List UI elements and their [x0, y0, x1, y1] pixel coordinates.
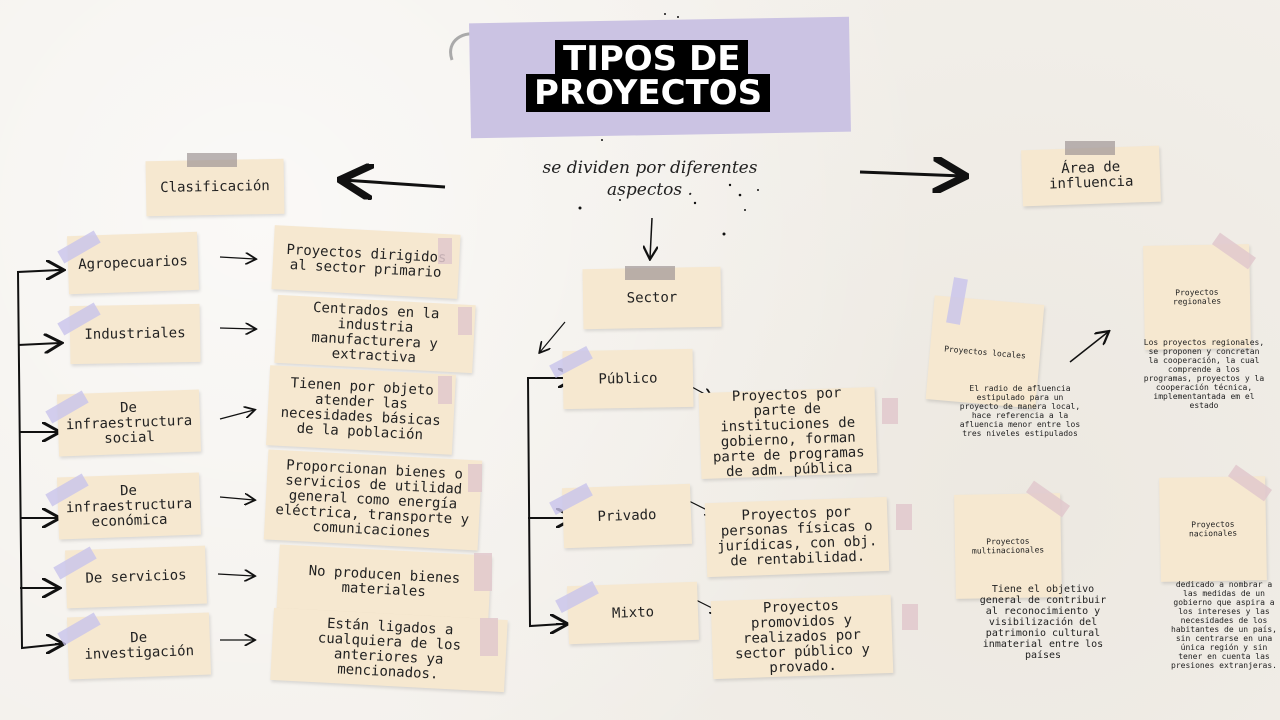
area-multinacionales-desc: Tiene el objetivo general de contribuir …: [979, 584, 1107, 661]
branch-clasificacion: Clasificación: [145, 158, 285, 217]
tape: [625, 266, 675, 280]
sector-privado-desc: Proyectos por personas físicas o jurídic…: [704, 496, 890, 578]
tape: [458, 307, 472, 335]
tape: [896, 504, 912, 530]
clasificacion-investigacion-desc: Están ligados a cualquiera de los anteri…: [270, 607, 508, 693]
sector-mixto-desc: Proyectos promovidos y realizados por se…: [710, 594, 894, 680]
title-line-2: PROYECTOS: [526, 74, 771, 112]
clasificacion-infra-social-desc: Tienen por objeto atender las necesidade…: [266, 365, 456, 455]
tape: [474, 553, 492, 591]
area-regionales-desc: Los proyectos regionales, se proponen y …: [1143, 338, 1265, 410]
clasificacion-infra-economica-desc: Proporcionan bienes o servicios de utili…: [263, 449, 483, 551]
tape: [187, 153, 237, 167]
tape: [882, 398, 898, 424]
tape: [438, 376, 452, 404]
tape: [902, 604, 918, 630]
tape: [438, 238, 452, 264]
subtitle-handwritten: se dividen por diferentes aspectos .: [542, 158, 758, 200]
area-locales-desc: El radio de afluencia estipulado para un…: [959, 384, 1081, 438]
tape: [480, 618, 498, 656]
title-line-1: TIPOS DE: [555, 40, 749, 78]
area-nacionales-desc: dedicado a nombrar a las medidas de un g…: [1171, 580, 1277, 670]
clasificacion-industriales-desc: Centrados en la industria manufacturera …: [274, 294, 476, 374]
tape: [468, 464, 482, 492]
clasificacion-agropecuarios-desc: Proyectos dirigidos al sector primario: [271, 225, 461, 299]
tape: [1065, 141, 1115, 155]
sector-publico-desc: Proyectos por parte de instituciones de …: [698, 385, 878, 480]
